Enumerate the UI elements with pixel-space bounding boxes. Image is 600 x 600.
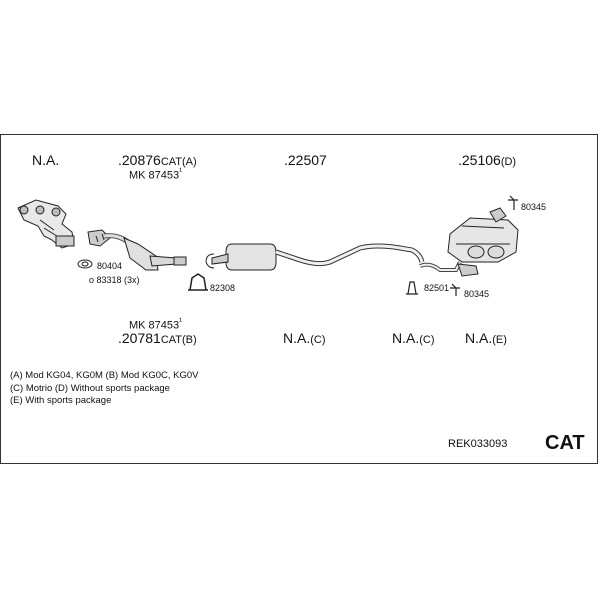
part-label-col1-top: N.A. <box>32 152 60 168</box>
hanger-icon <box>450 195 518 296</box>
note-line: (E) With sports package <box>10 395 112 406</box>
part-label-col3-top[interactable]: .22507 <box>284 152 327 168</box>
kit-label-col2-bottom[interactable]: MK 87453¹ <box>129 316 183 332</box>
kit-label-col2-top[interactable]: MK 87453¹ <box>129 166 183 182</box>
diagram-frame <box>0 134 598 464</box>
notes-block: (A) Mod KG04, KG0M (B) Mod KG0C, KG0V (C… <box>10 370 198 408</box>
gasket-icon <box>77 259 93 269</box>
part-label-col3-bottom: N.A.(C) <box>283 330 326 346</box>
part-label-80345-bottom[interactable]: 80345 <box>464 289 490 299</box>
note-line: (A) Mod KG04, KG0M (B) Mod KG0C, KG0V <box>10 370 199 381</box>
clamp-icon <box>188 273 208 291</box>
rear-silencer-icon <box>419 207 519 277</box>
part-label-83318[interactable]: o 83318 (3x) <box>89 275 140 285</box>
part-label-col2-top[interactable]: .20876CAT(A) <box>118 152 197 168</box>
part-label-82501[interactable]: 82501 <box>424 283 450 293</box>
connecting-pipe-icon <box>275 243 425 267</box>
part-label-80345-top[interactable]: 80345 <box>521 202 547 212</box>
bullet-icon: o <box>89 275 97 285</box>
catalytic-converter-icon <box>87 229 187 271</box>
part-label-80404[interactable]: 80404 <box>97 261 123 271</box>
part-label-col4-top[interactable]: .25106(D) <box>458 152 517 168</box>
cat-badge: CAT <box>545 432 585 454</box>
part-label-col5-bottom: N.A.(E) <box>465 330 507 346</box>
part-label-82308[interactable]: 82308 <box>210 283 236 293</box>
note-line: (C) Motrio (D) Without sports package <box>10 382 170 394</box>
part-label-col2-bottom[interactable]: .20781CAT(B) <box>118 330 197 346</box>
bracket-icon <box>406 281 418 295</box>
part-label-col4-bottom: N.A.(C) <box>392 330 435 346</box>
middle-silencer-icon <box>205 243 277 271</box>
reference-number: REK033093 <box>448 438 508 450</box>
exhaust-manifold-icon <box>17 199 75 249</box>
